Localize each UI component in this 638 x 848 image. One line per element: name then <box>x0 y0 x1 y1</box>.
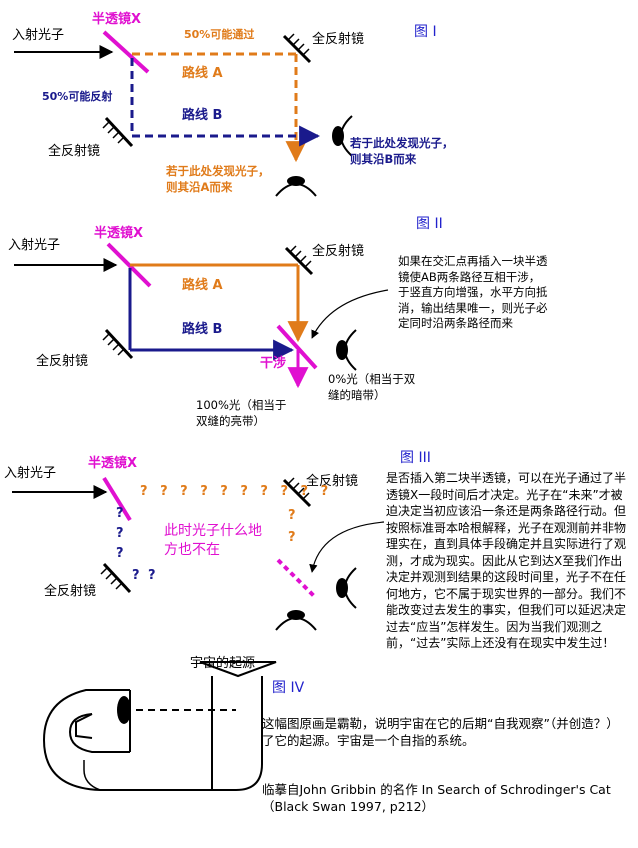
route-b-label: 路线 B <box>182 322 223 337</box>
half-mirror-x <box>102 476 132 522</box>
half-mirror-label: 半透镜X <box>88 456 138 471</box>
figure-3 <box>12 476 385 631</box>
eye-detector-right <box>332 115 353 157</box>
route-b-label: 路线 B <box>182 108 223 123</box>
question-mark: ? <box>132 568 140 583</box>
delayed-choice-note: 是否插入第二块半透镜，可以在光子通过了半透镜X一段时间后才决定。光子在“未来”才… <box>386 471 627 651</box>
callout-arrow <box>309 521 385 573</box>
half-mirror-label: 半透镜X <box>94 226 144 241</box>
full-mirror-left-label: 全反射镜 <box>44 584 97 599</box>
question-mark: ? <box>288 508 300 523</box>
figure-2-title: 图 II <box>416 216 443 232</box>
figure-3-title: 图 III <box>400 450 431 466</box>
note-route-b: 若于此处发现光子，则其沿B而来 <box>350 136 454 166</box>
full-mirror-bottom-left <box>102 328 134 360</box>
figure-1 <box>14 30 353 197</box>
full-light-label: 100%光（相当于双缝的亮带） <box>196 398 287 428</box>
figure-2 <box>14 242 389 389</box>
half-mirror-x <box>106 242 152 288</box>
question-mark: ? <box>116 506 124 521</box>
full-mirror-bottom-left <box>100 562 132 594</box>
full-mirror-right-label: 全反射镜 <box>306 474 359 489</box>
full-mirror-left-label: 全反射镜 <box>48 144 101 159</box>
question-row-horizontal: ? ? ? ? ? ? ? ? ? ? <box>140 484 333 499</box>
origin-label: 宇宙的起源 <box>190 656 256 671</box>
zero-light-label: 0%光（相当于双缝的暗带） <box>328 372 416 402</box>
note-route-a: 若于此处发现光子，则其沿A而来 <box>166 164 270 194</box>
figure-4 <box>42 661 277 791</box>
incident-photon-label: 入射光子 <box>12 28 65 43</box>
question-mark: ? <box>148 568 156 583</box>
eye-detector-bottom <box>275 176 317 197</box>
full-mirror-right-label: 全反射镜 <box>312 32 365 47</box>
incident-photon-label: 入射光子 <box>4 466 57 481</box>
route-a-label: 路线 A <box>182 278 223 293</box>
nowhere-label: 此时光子什么地方也不在 <box>164 523 262 558</box>
eye-detector-bottom <box>275 610 317 631</box>
half-mirror-x <box>102 30 150 74</box>
full-mirror-top-right <box>282 33 312 64</box>
route-a-label: 路线 A <box>182 66 223 81</box>
interference-note: 如果在交汇点再插入一块半透镜使AB两条路径互相干涉，于竖直方向增强，水平方向抵消… <box>398 254 548 331</box>
question-mark: ? <box>288 530 300 545</box>
full-mirror-bottom-left <box>102 116 134 148</box>
eye-detector-right <box>336 567 357 609</box>
full-mirror-left-label: 全反射镜 <box>36 354 89 369</box>
full-mirror-right-label: 全反射镜 <box>312 244 365 259</box>
figure-4-title: 图 IV <box>272 680 305 696</box>
question-mark: ? <box>116 526 124 541</box>
figure-1-title: 图 I <box>414 24 437 40</box>
figure-4-description: 这幅图原画是霸勒，说明宇宙在它的后期“自我观察”（并创造？）了它的起源。宇宙是一… <box>262 716 613 748</box>
incident-photon-label: 入射光子 <box>8 238 61 253</box>
reflect-50-label: 50%可能反射 <box>42 90 113 103</box>
dotted-second-mirror <box>276 558 316 598</box>
full-mirror-top-right <box>282 477 312 508</box>
eye-of-universe <box>117 696 131 724</box>
eye-detector-right <box>336 329 357 371</box>
universe-u-shape <box>42 661 277 791</box>
interference-label: 干涉 <box>260 356 287 371</box>
callout-arrow <box>311 289 389 339</box>
question-mark: ? <box>116 546 124 561</box>
credit-line: 临摹自John Gribbin 的名作 In Search of Schrodi… <box>262 782 611 814</box>
half-mirror-label: 半透镜X <box>92 12 142 27</box>
full-mirror-top-right <box>284 245 314 276</box>
second-half-mirror <box>276 324 318 370</box>
pass-50-label: 50%可能通过 <box>184 28 255 41</box>
